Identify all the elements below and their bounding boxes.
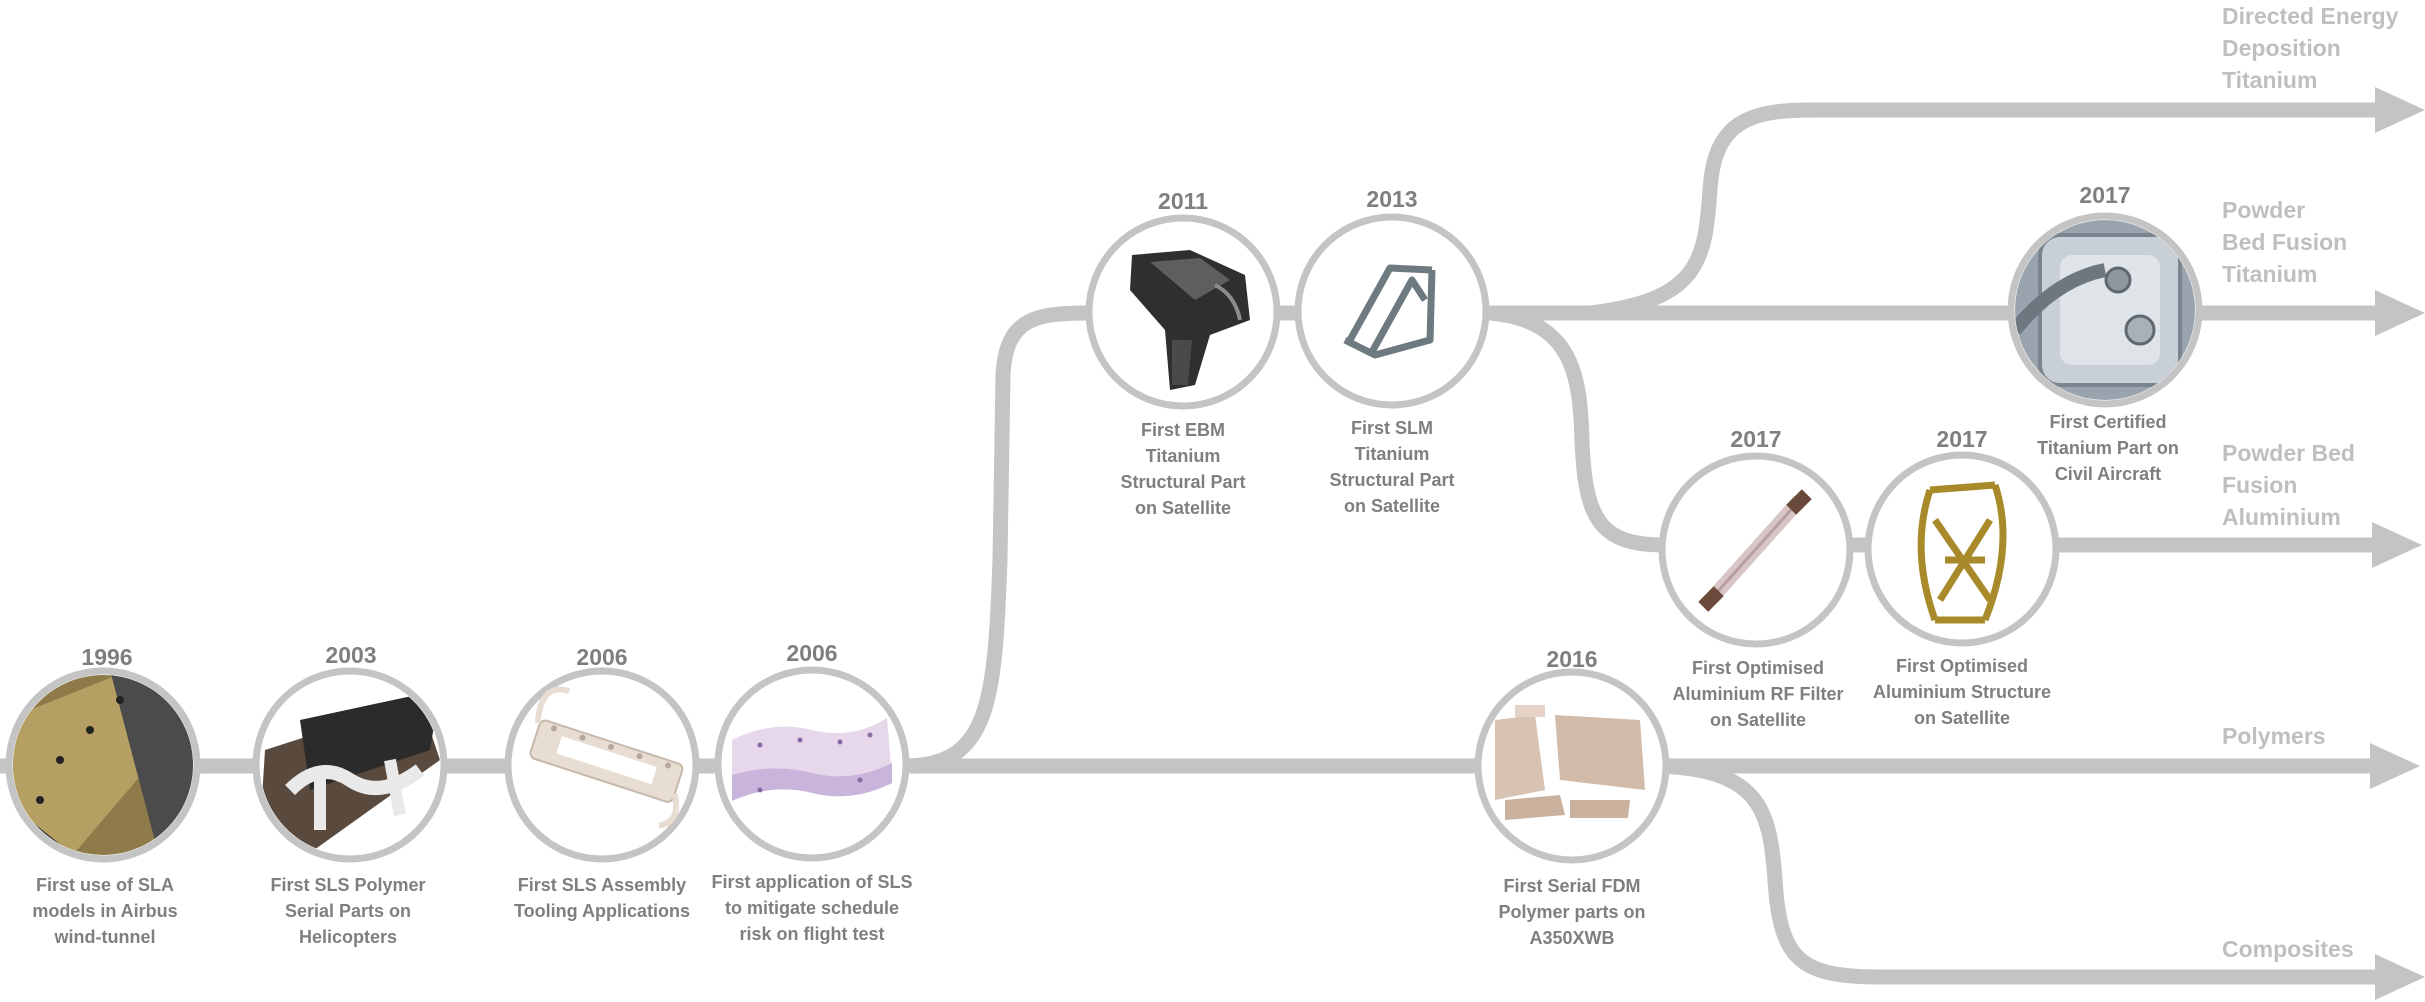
track-label-polymers: Polymers — [2222, 723, 2326, 749]
milestone-year: 2017 — [2079, 182, 2131, 208]
milestone-2016-fdm-image — [1474, 668, 1670, 864]
pbf-ti-arrow-head — [2375, 290, 2425, 336]
milestone-year: 2017 — [1730, 426, 1782, 452]
milestone-year: 1996 — [81, 644, 133, 670]
milestone-year: 2003 — [325, 642, 377, 668]
milestone-year: 2016 — [1546, 646, 1598, 672]
milestone-2006-sls-flight-image — [714, 666, 910, 862]
milestone-2003-sls-image — [252, 667, 448, 863]
titanium-branch-line — [904, 305, 1280, 774]
milestone-year: 2006 — [786, 640, 838, 666]
milestone-2017-aluminium-structure-image — [1864, 451, 2060, 647]
milestone-year: 2017 — [1936, 426, 1988, 452]
milestone-year: 2013 — [1366, 186, 1418, 212]
aluminium-branch-line — [1489, 305, 2380, 553]
milestone-2017-rf-filter-image — [1658, 452, 1854, 648]
milestone-1996-sla-image — [5, 667, 201, 863]
ded-arrow-head — [2375, 87, 2425, 133]
polymers-arrow-head — [2370, 743, 2420, 789]
milestone-2013-slm-image — [1294, 213, 1490, 409]
pbf-al-arrow-head — [2372, 522, 2422, 568]
track-label-composites: Composites — [2222, 936, 2354, 962]
milestone-2011-ebm-image — [1085, 214, 1281, 410]
composites-branch-line — [1659, 758, 2385, 985]
composites-arrow-head — [2375, 954, 2425, 1000]
milestone-2006-tooling-image — [504, 667, 700, 863]
milestone-year: 2006 — [576, 644, 628, 670]
ded-branch-line — [1589, 102, 2385, 321]
milestone-2017-titanium-image — [2007, 212, 2203, 408]
milestone-year: 2011 — [1158, 188, 1208, 214]
